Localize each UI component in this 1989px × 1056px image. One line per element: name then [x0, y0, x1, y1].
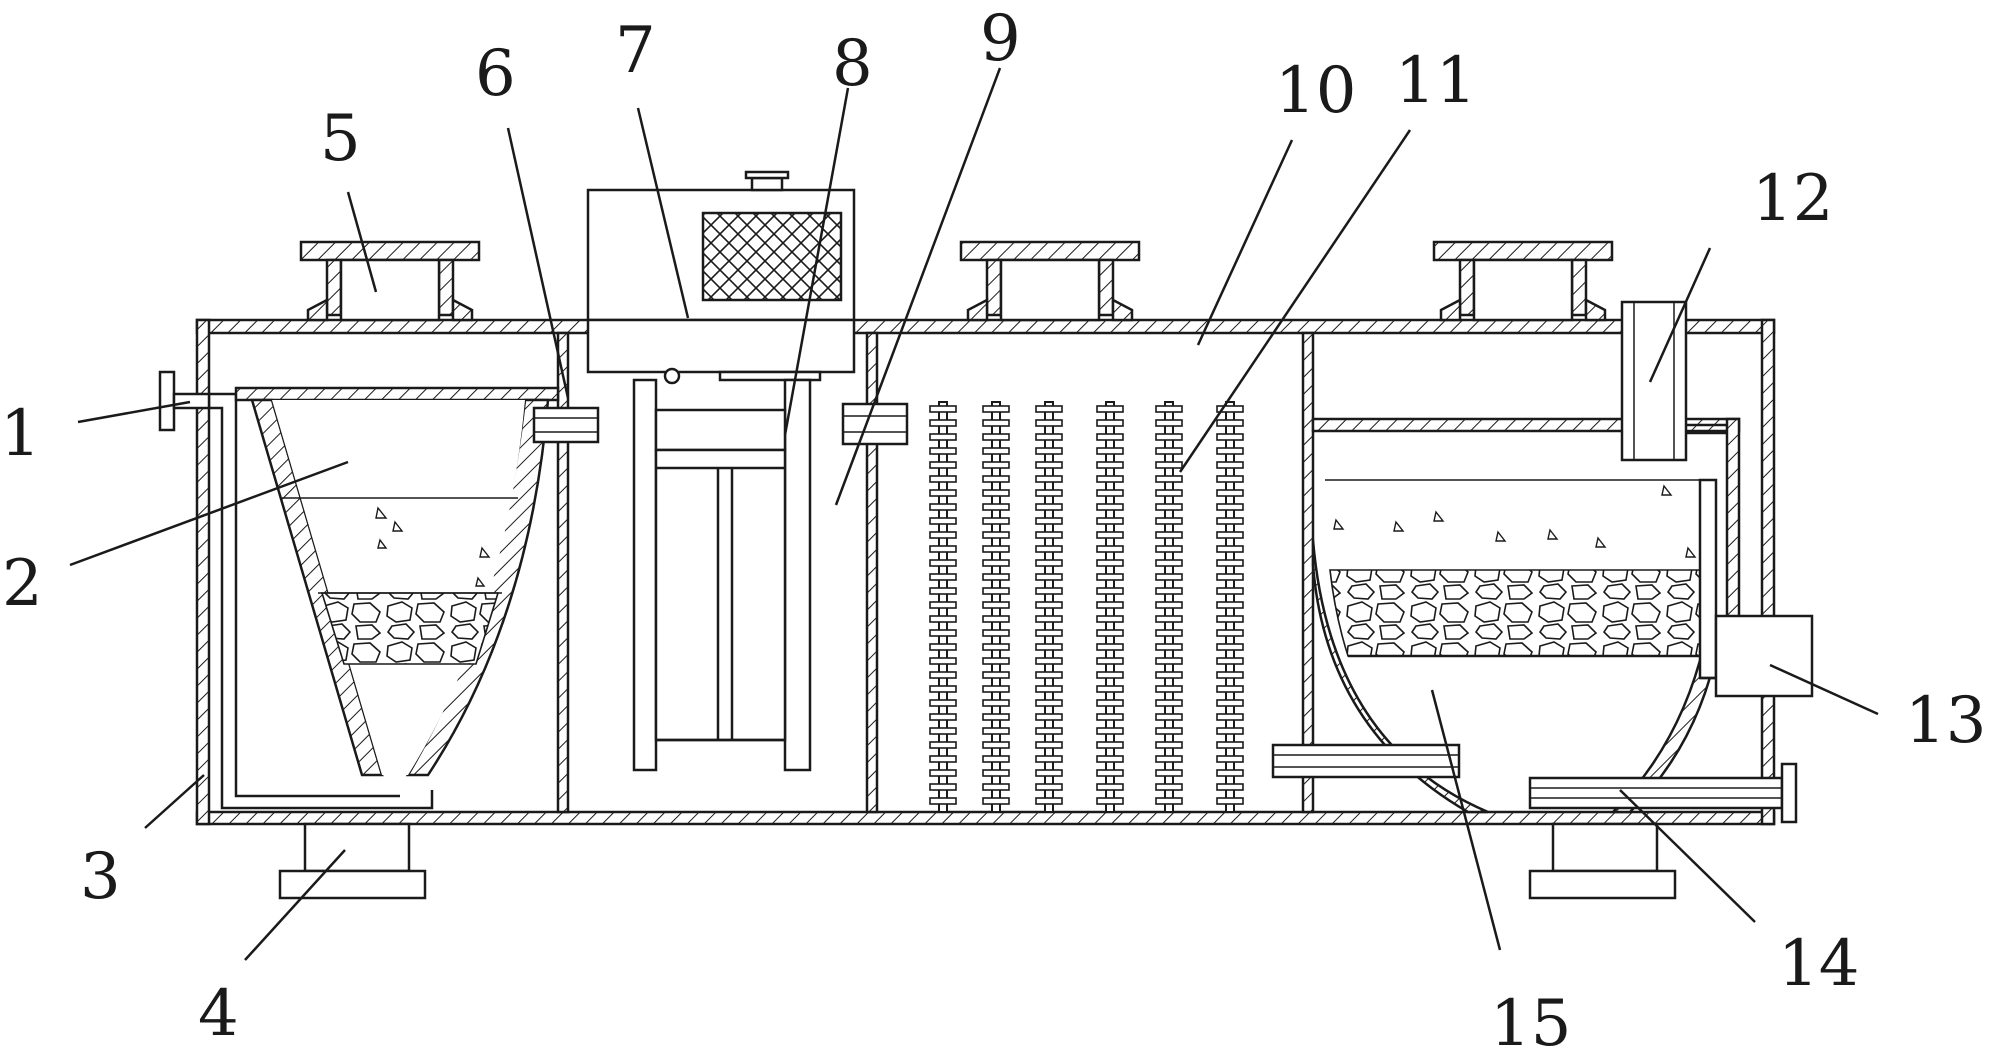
partition-walls	[556, 331, 1315, 814]
label-12: 12	[1752, 162, 1833, 236]
label-6: 6	[475, 37, 516, 111]
vent-pipe	[1620, 300, 1727, 462]
label-13: 13	[1905, 684, 1986, 758]
filter-plate	[1216, 401, 1244, 813]
bottom-support-right	[1528, 822, 1677, 900]
label-4: 4	[198, 977, 239, 1051]
filter-plate	[929, 401, 957, 813]
filter-plates	[929, 401, 1244, 813]
label-9: 9	[980, 2, 1021, 76]
filter-bowl	[1311, 417, 1741, 814]
filter-plate	[1035, 401, 1063, 813]
bowl-stub-pipe	[1271, 743, 1461, 779]
label-7: 7	[615, 14, 656, 88]
label-14: 14	[1778, 927, 1859, 1001]
top-flange-middle	[959, 240, 1141, 322]
support-frame	[632, 378, 812, 772]
fitting-9	[841, 402, 909, 446]
filter-plate	[1155, 401, 1183, 813]
filter-plate	[1096, 401, 1124, 813]
leader-lines	[69, 67, 1879, 961]
label-5: 5	[320, 102, 361, 176]
label-11: 11	[1395, 44, 1476, 118]
label-8: 8	[832, 27, 873, 101]
label-10: 10	[1275, 54, 1356, 128]
bottom-support-left	[278, 822, 427, 900]
settling-cone	[234, 386, 560, 777]
outlet-pipe	[1698, 478, 1814, 698]
drain-pipe	[1528, 762, 1798, 824]
fitting-6	[532, 406, 600, 444]
inlet-pipe	[158, 370, 434, 810]
top-flange-left	[299, 240, 481, 322]
label-15: 15	[1490, 987, 1571, 1056]
motor-box	[586, 170, 856, 385]
top-flange-right	[1432, 240, 1614, 322]
label-1: 1	[0, 397, 41, 471]
filter-plate	[982, 401, 1010, 813]
label-3: 3	[80, 840, 121, 914]
label-2: 2	[2, 547, 43, 621]
